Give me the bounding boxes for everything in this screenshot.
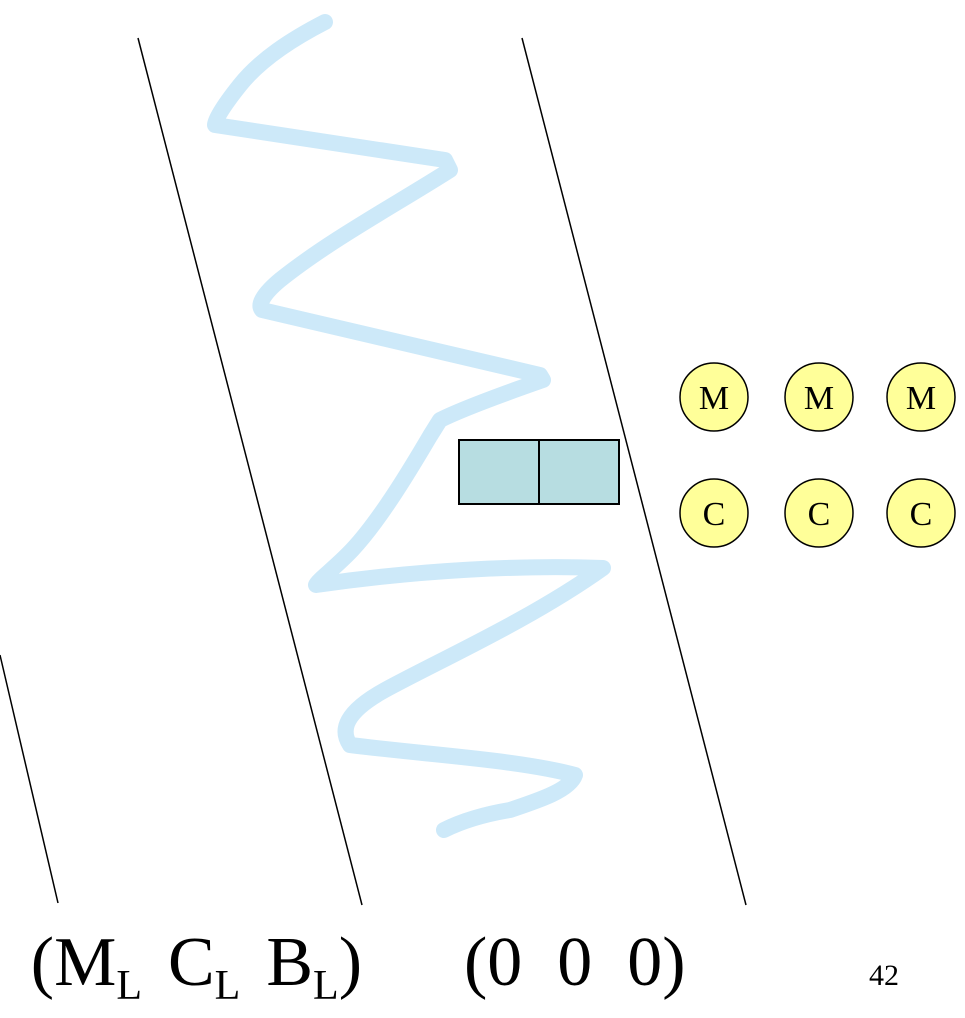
- cannibal-token: C: [784, 478, 854, 548]
- boat-left-seat: [458, 439, 540, 505]
- token-label: C: [910, 496, 933, 533]
- token-label: M: [699, 380, 729, 417]
- token-label: M: [804, 380, 834, 417]
- missionary-token: M: [784, 362, 854, 432]
- cannibal-token: C: [679, 478, 749, 548]
- page-number: 42: [869, 959, 899, 992]
- state-right-label: (0 0 0): [464, 924, 686, 1001]
- river-squiggle: [207, 14, 611, 838]
- river-left-line: [137, 37, 363, 906]
- missionary-token: M: [886, 362, 956, 432]
- token-label: C: [808, 496, 831, 533]
- token-label: C: [703, 496, 726, 533]
- river-right-line: [521, 37, 747, 906]
- token-label: M: [906, 380, 936, 417]
- missionary-token: M: [679, 362, 749, 432]
- left-bank-line: [0, 654, 59, 904]
- cannibal-token: C: [886, 478, 956, 548]
- boat-right-seat: [538, 439, 620, 505]
